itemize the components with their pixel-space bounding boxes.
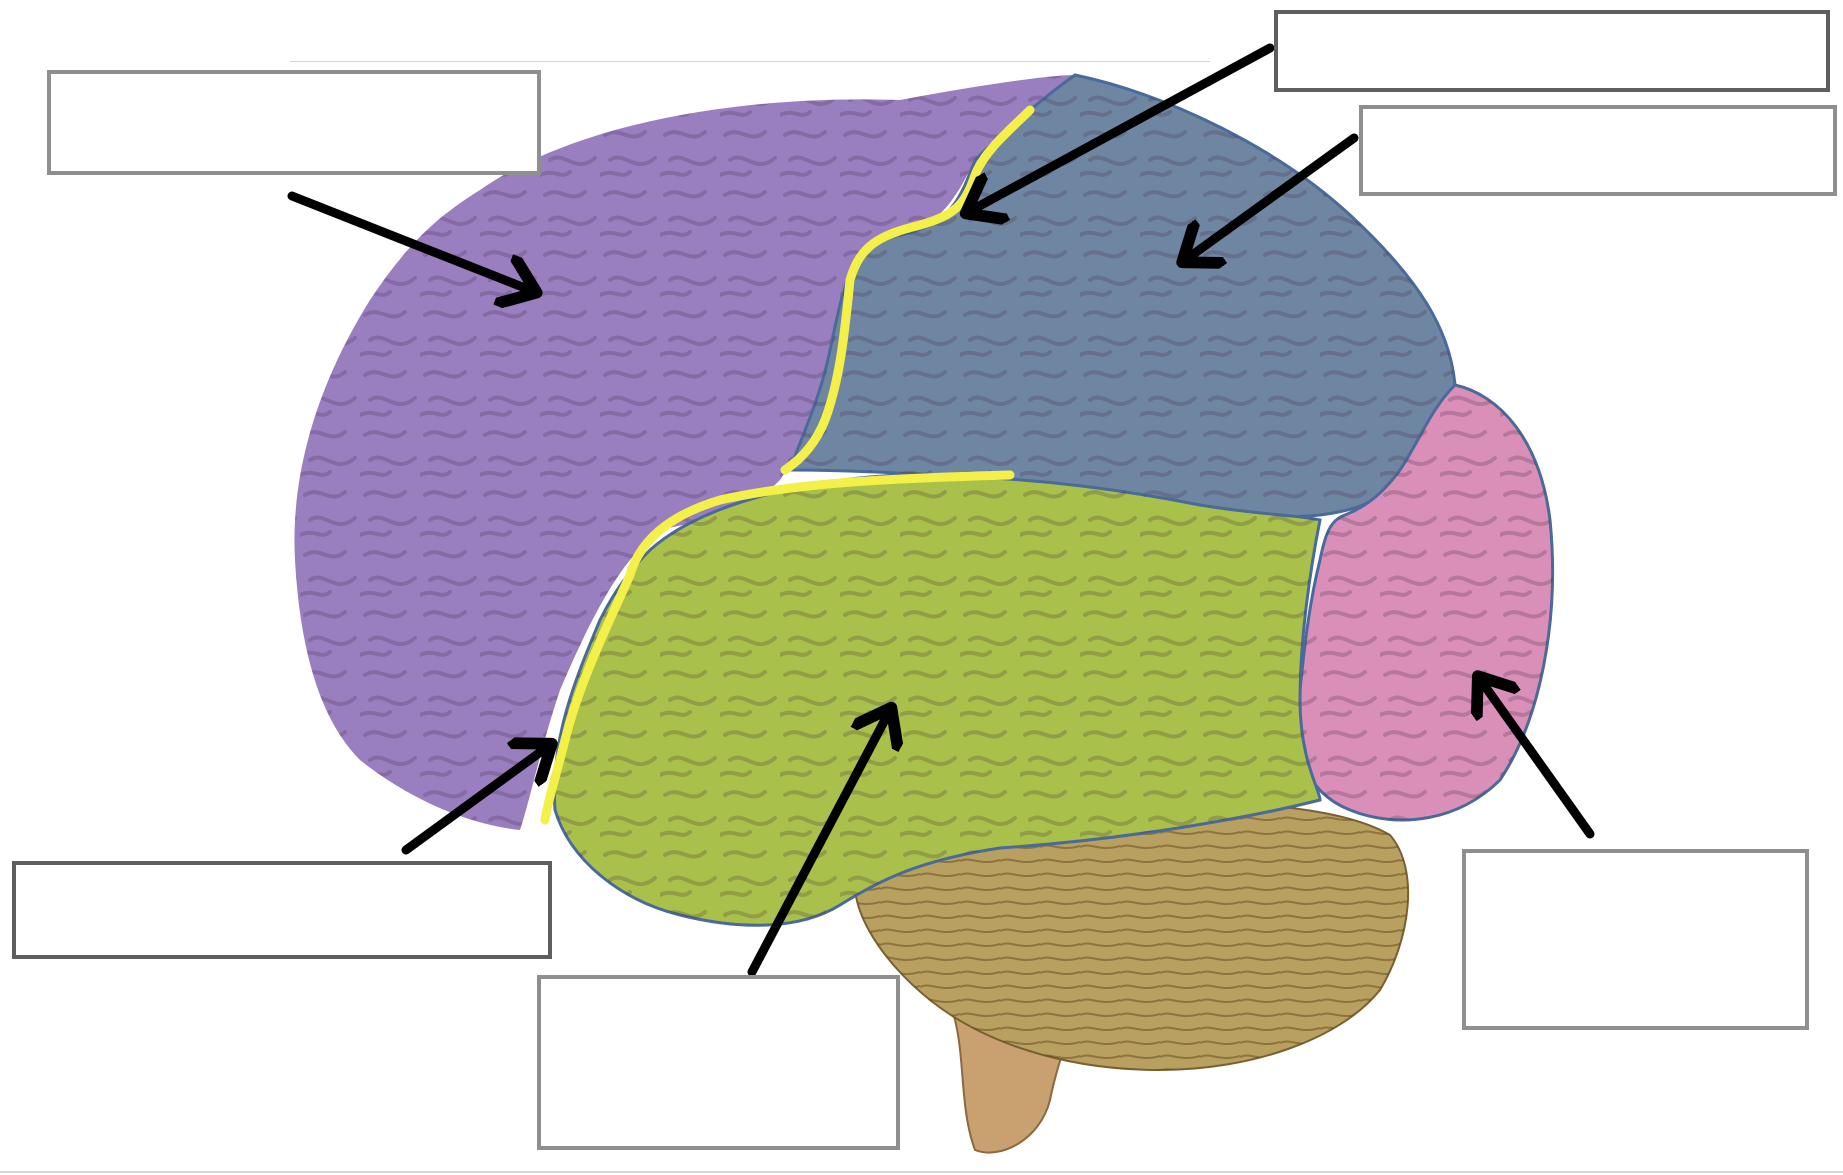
central-sulcus-highlight	[780, 105, 1035, 475]
label-box-bottom-middle[interactable]	[537, 975, 900, 1150]
arrow-lateral-sulcus	[401, 748, 546, 855]
label-box-bottom-right[interactable]	[1462, 849, 1809, 1030]
arrow-frontal	[287, 191, 530, 290]
label-box-top-right-lower[interactable]	[1359, 105, 1837, 196]
top-divider	[290, 61, 1210, 62]
bottom-divider	[0, 1171, 1843, 1173]
arrow-parietal	[1188, 133, 1359, 258]
arrow-central-sulcus	[972, 43, 1275, 210]
cerebellum	[853, 801, 1410, 1072]
label-box-top-right-upper[interactable]	[1274, 10, 1830, 92]
arrow-temporal	[747, 714, 888, 977]
frontal-lobe	[294, 75, 1075, 830]
temporal-lobe	[552, 473, 1322, 927]
label-box-bottom-left[interactable]	[12, 861, 552, 959]
arrow-occipital	[1482, 682, 1595, 839]
lateral-sulcus-highlight	[540, 470, 1015, 825]
label-box-top-left[interactable]	[47, 70, 541, 175]
